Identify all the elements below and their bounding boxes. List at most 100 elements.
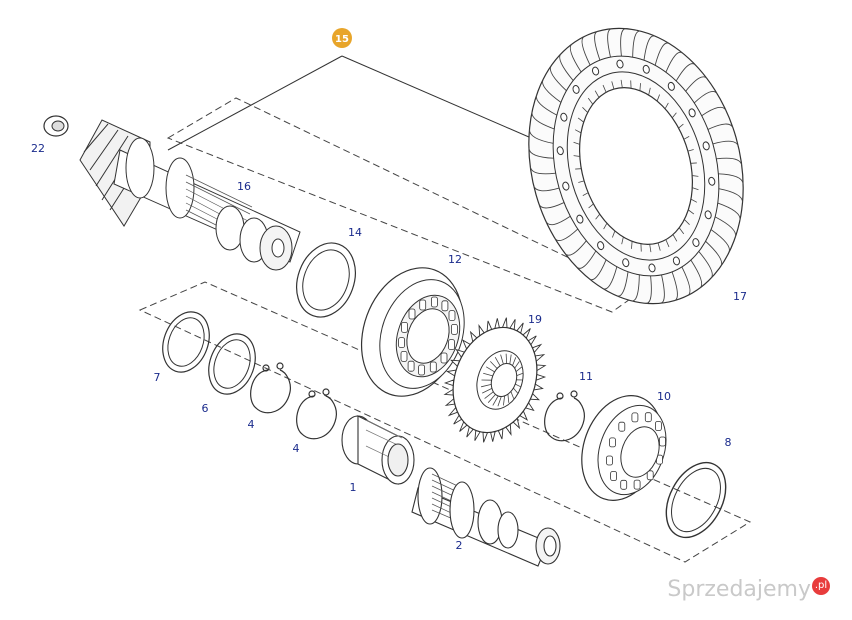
label-part-1: 1 [350, 481, 357, 494]
watermark-suffix: .pl [812, 577, 830, 595]
spur-tooth [536, 364, 547, 372]
crown-gear-part [528, 27, 744, 305]
crown-tooth [710, 229, 730, 253]
crown-spline [587, 97, 594, 105]
label-part-11: 11 [579, 370, 593, 383]
crown-tooth [698, 251, 713, 279]
roller [440, 352, 448, 364]
crown-tooth [616, 271, 629, 297]
crown-spline [612, 230, 616, 238]
spur-tooth [535, 373, 547, 381]
crown-spline [603, 223, 608, 230]
spur-spline [510, 391, 515, 399]
crown-tooth [559, 53, 574, 81]
crown-tooth [646, 275, 652, 304]
spur-spline [484, 391, 494, 399]
output-shaft-part [411, 467, 561, 567]
roller [610, 471, 617, 481]
crown-spline [594, 90, 600, 98]
roller [429, 361, 437, 373]
crown-spline [640, 243, 642, 252]
label-part-8: 8 [725, 436, 732, 449]
crown-spline [630, 80, 632, 89]
crown-spline [639, 83, 641, 91]
circlip-part-4b [296, 388, 337, 440]
spur-spline [500, 354, 504, 365]
crown-spline [656, 94, 660, 102]
roller [618, 421, 626, 432]
crown-tooth [581, 36, 591, 66]
crown-spline [621, 236, 624, 245]
crown-gear-holes [556, 59, 716, 273]
roller [407, 360, 415, 372]
spur-tooth [443, 379, 455, 387]
label-part-4a: 4 [248, 418, 255, 431]
crown-spline [611, 81, 615, 90]
spur-spline [494, 357, 501, 366]
crown-spline [672, 234, 678, 242]
spur-spline [485, 366, 495, 373]
crown-spline [690, 162, 697, 164]
label-part-2: 2 [456, 539, 463, 552]
crown-tooth [707, 123, 734, 130]
leader-line-right [341, 55, 546, 145]
crown-hole [688, 108, 696, 118]
crown-spline [577, 117, 584, 123]
crown-tooth [716, 157, 743, 166]
crown-tooth [533, 185, 560, 192]
spur-spline [507, 394, 510, 403]
crown-tooth [675, 63, 696, 82]
crown-tooth [545, 215, 571, 226]
spur-spline [513, 387, 519, 394]
crown-hole [591, 66, 600, 76]
spur-spline [515, 383, 521, 388]
bearing-part-10 [581, 395, 667, 501]
crown-hole [562, 181, 570, 191]
spur-spline [505, 353, 508, 364]
bearing-12-rollers [398, 296, 458, 376]
roller [606, 455, 613, 466]
crown-tooth [643, 35, 656, 61]
crown-hole [556, 146, 564, 156]
crown-hole [597, 241, 605, 251]
label-part-22: 22 [31, 142, 45, 155]
roller [419, 299, 427, 311]
crown-spline [687, 149, 694, 152]
roller [398, 337, 406, 349]
crown-tooth [701, 106, 727, 117]
washer-part-7 [162, 311, 210, 373]
label-part-10: 10 [657, 390, 671, 403]
crown-tooth [569, 43, 582, 73]
washer-part-6 [208, 333, 256, 395]
label-part-19: 19 [528, 313, 542, 326]
roller [646, 470, 654, 481]
crown-tooth [717, 202, 741, 221]
crown-hole [572, 85, 580, 94]
label-part-6: 6 [202, 402, 209, 415]
crown-spline [602, 84, 607, 93]
roller [659, 436, 666, 447]
crown-tooth [538, 202, 565, 209]
roller [633, 479, 641, 490]
crown-spline [692, 175, 699, 177]
crown-spline [582, 192, 589, 196]
crown-tooth [654, 42, 670, 66]
crown-hole [622, 258, 630, 268]
crown-spline [665, 239, 670, 248]
crown-hole [642, 64, 650, 74]
crown-spline [588, 203, 594, 209]
upper-dashed-frame [166, 97, 641, 313]
crown-spline [649, 244, 652, 253]
spur-tooth [482, 431, 489, 443]
crown-tooth [535, 94, 558, 116]
roller [609, 437, 616, 448]
spur-spline [481, 384, 492, 388]
spur-spline [514, 361, 520, 369]
crown-tooth [620, 28, 626, 57]
crown-tooth [631, 274, 640, 302]
roller [644, 412, 652, 423]
callout-badge-15: 15 [332, 28, 352, 48]
washer-part-14 [296, 242, 356, 318]
crown-tooth [718, 188, 743, 203]
crown-spline [678, 227, 685, 235]
